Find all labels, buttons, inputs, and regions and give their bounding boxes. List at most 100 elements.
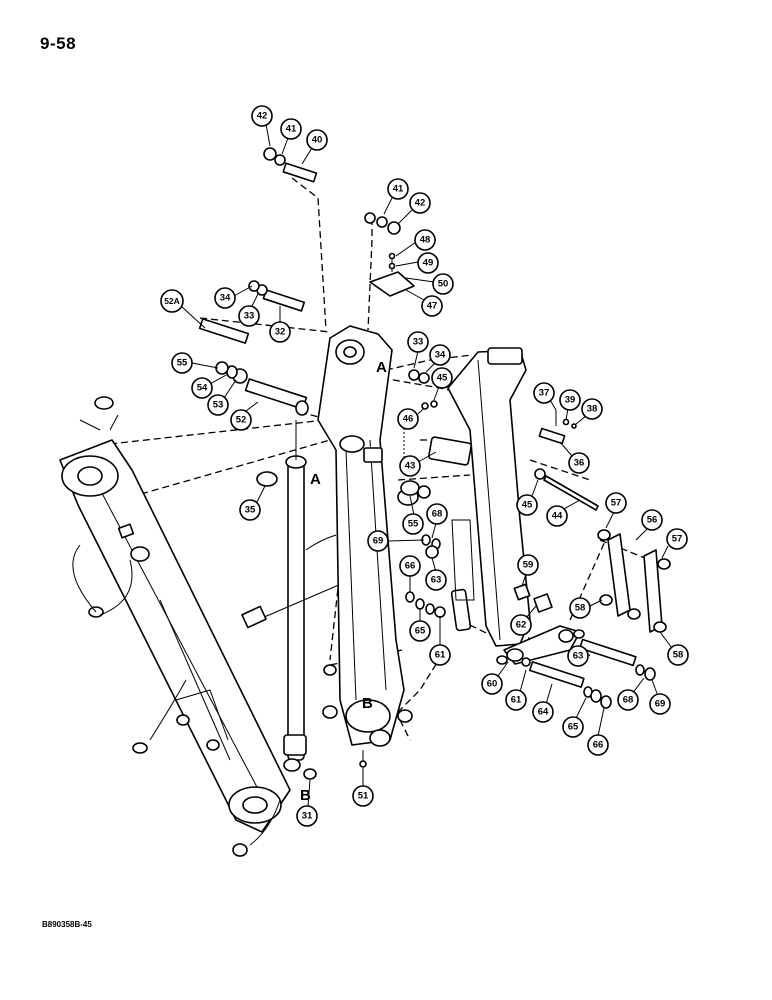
callout-63-center: 63 (425, 557, 447, 591)
callout-41-top: 41 (280, 118, 302, 155)
callout-66-right: 66 (587, 707, 609, 756)
callout-label: 66 (405, 561, 416, 572)
link-arms (496, 529, 671, 665)
callout-label: 57 (672, 534, 683, 545)
callout-54: 54 (191, 373, 229, 399)
callout-65-center: 65 (409, 608, 431, 642)
callout-label: 54 (197, 383, 208, 394)
callout-label: 58 (575, 603, 586, 614)
callout-label: 63 (431, 575, 442, 586)
ref-letter-b-dipper: B (362, 695, 373, 712)
callout-41-right: 41 (383, 178, 409, 215)
callout-label: 62 (516, 620, 527, 631)
callout-label: 45 (522, 500, 533, 511)
callout-label: 61 (435, 650, 446, 661)
callout-69-center: 69 (367, 530, 425, 552)
callout-31: 31 (296, 779, 318, 827)
dipper-stick (305, 325, 413, 747)
callout-label: 60 (487, 679, 498, 690)
callout-label: 34 (220, 293, 231, 304)
ref-letter-b-cylinder: B (300, 787, 311, 804)
callout-42-right: 42 (397, 192, 431, 225)
callout-60: 60 (481, 661, 509, 695)
callout-62: 62 (510, 605, 537, 636)
callout-48: 48 (395, 229, 436, 257)
callout-label: 42 (415, 198, 426, 209)
callout-label: 38 (587, 404, 598, 415)
callout-56: 56 (635, 509, 663, 541)
callout-label: 32 (275, 327, 286, 338)
callout-57-right: 57 (661, 528, 688, 559)
callout-label: 45 (437, 373, 448, 384)
callout-label: 43 (405, 461, 416, 472)
callout-label: 65 (568, 722, 579, 733)
callout-label: 53 (213, 400, 224, 411)
callout-57-left: 57 (605, 492, 627, 529)
page-number: 9-58 (40, 34, 77, 53)
callout-label: 52 (236, 415, 247, 426)
bucket-link-plate (397, 347, 531, 647)
callout-33-right: 33 (407, 331, 429, 369)
callout-label: 65 (415, 626, 426, 637)
callout-label: 63 (573, 651, 584, 662)
callout-37: 37 (533, 382, 557, 411)
callout-64: 64 (532, 683, 554, 723)
callout-34-left: 34 (214, 285, 253, 309)
callout-label: 64 (538, 707, 549, 718)
callout-label: 44 (552, 511, 563, 522)
callout-label: 42 (257, 111, 268, 122)
callout-label: 56 (647, 515, 658, 526)
figure-code: B890358B-45 (42, 920, 92, 929)
callout-36: 36 (559, 441, 590, 474)
callout-33-left: 33 (238, 293, 260, 327)
callout-label: 33 (244, 311, 255, 322)
callout-45-lower: 45 (516, 479, 539, 516)
callout-53: 53 (207, 379, 237, 416)
callout-label: 49 (423, 258, 434, 269)
callout-32: 32 (269, 306, 291, 343)
callout-51: 51 (352, 768, 374, 807)
callout-label: 69 (373, 536, 384, 547)
callout-38: 38 (575, 398, 603, 425)
callout-42-top: 42 (251, 105, 273, 147)
callout-61-right: 61 (505, 669, 527, 711)
callout-68-center: 68 (426, 503, 448, 539)
hydraulic-cylinder (241, 420, 356, 780)
callout-label: 31 (302, 811, 313, 822)
callout-label: 66 (593, 740, 604, 751)
callout-39: 39 (559, 389, 581, 421)
callout-47: 47 (405, 289, 443, 317)
callout-63-right: 63 (567, 645, 591, 667)
callout-label: 52A (164, 296, 180, 306)
callout-label: 58 (673, 650, 684, 661)
callout-label: 48 (420, 235, 431, 246)
callout-45-upper: 45 (431, 367, 453, 401)
callout-label: 39 (565, 395, 576, 406)
callout-55-right: 55 (402, 495, 424, 535)
callout-label: 47 (427, 301, 438, 312)
ref-letter-a-dipper: A (376, 359, 387, 376)
callout-34-right: 34 (425, 344, 451, 373)
callout-label: 34 (435, 350, 446, 361)
callout-label: 35 (245, 505, 256, 516)
callout-label: 40 (312, 135, 323, 146)
callout-35: 35 (239, 485, 266, 521)
callout-50: 50 (405, 273, 454, 295)
callout-40: 40 (301, 129, 328, 165)
callout-65-right: 65 (562, 697, 587, 738)
callout-label: 57 (611, 498, 622, 509)
callout-69-right: 69 (649, 679, 671, 715)
callout-label: 36 (574, 458, 585, 469)
callout-label: 55 (177, 358, 188, 369)
callout-label: 41 (393, 184, 404, 195)
callout-49: 49 (395, 252, 439, 274)
callout-61-center: 61 (429, 616, 451, 666)
callout-label: 37 (539, 388, 550, 399)
callout-label: 59 (523, 560, 534, 571)
callout-label: 41 (286, 124, 297, 135)
callout-58-right: 58 (659, 631, 689, 666)
callout-43: 43 (399, 451, 437, 477)
boom-main-body (59, 396, 291, 857)
callout-label: 68 (432, 509, 443, 520)
